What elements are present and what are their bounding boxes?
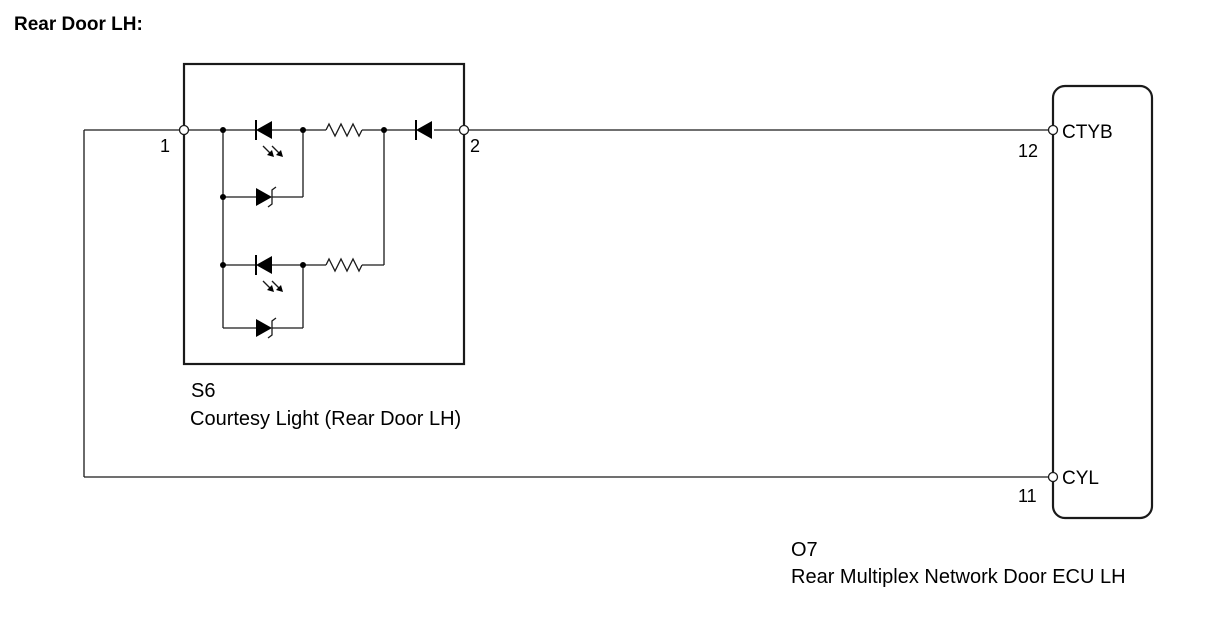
junction-dot — [300, 127, 306, 133]
pin-2-terminal — [458, 124, 470, 136]
junction-dot — [300, 262, 306, 268]
ecu-id: O7 — [791, 539, 818, 561]
pin-1-terminal — [178, 124, 190, 136]
junction-dot — [220, 194, 226, 200]
cyl-pin-label: 11 — [1018, 486, 1037, 506]
external-wiring — [83, 129, 1048, 478]
courtesy-light-name: Courtesy Light (Rear Door LH) — [190, 408, 461, 430]
diode-icon — [416, 121, 432, 139]
courtesy-light-internal-circuit — [188, 120, 460, 339]
led-diode-icon — [256, 256, 272, 274]
courtesy-light-id: S6 — [191, 380, 215, 402]
light-emission-icon — [262, 145, 283, 157]
ecu-component: CTYB 12 CYL 11 O7 Rear Multiplex Network… — [791, 84, 1154, 588]
diagram-title: Rear Door LH: — [14, 14, 143, 35]
junction-dot — [381, 127, 387, 133]
courtesy-light-component: 1 2 S6 Courtesy Light (Rear Door LH) — [160, 62, 480, 430]
cyl-terminal — [1047, 471, 1059, 483]
courtesy-light-box — [182, 62, 466, 366]
pin-2-label: 2 — [470, 136, 480, 156]
ctyb-terminal — [1047, 124, 1059, 136]
led-diode-icon — [256, 121, 272, 139]
zener-diode-icon — [256, 188, 272, 206]
light-emission-icon — [262, 280, 283, 292]
ctyb-signal-label: CTYB — [1062, 122, 1113, 143]
zener-diode-icon — [256, 319, 272, 337]
junction-dot — [220, 262, 226, 268]
resistor-icon — [325, 257, 363, 273]
cyl-signal-label: CYL — [1062, 468, 1099, 489]
ecu-name: Rear Multiplex Network Door ECU LH — [791, 566, 1126, 588]
ctyb-pin-label: 12 — [1018, 141, 1038, 161]
junction-dot — [220, 127, 226, 133]
ecu-box — [1051, 84, 1154, 520]
pin-1-label: 1 — [160, 136, 170, 156]
resistor-icon — [325, 122, 363, 138]
